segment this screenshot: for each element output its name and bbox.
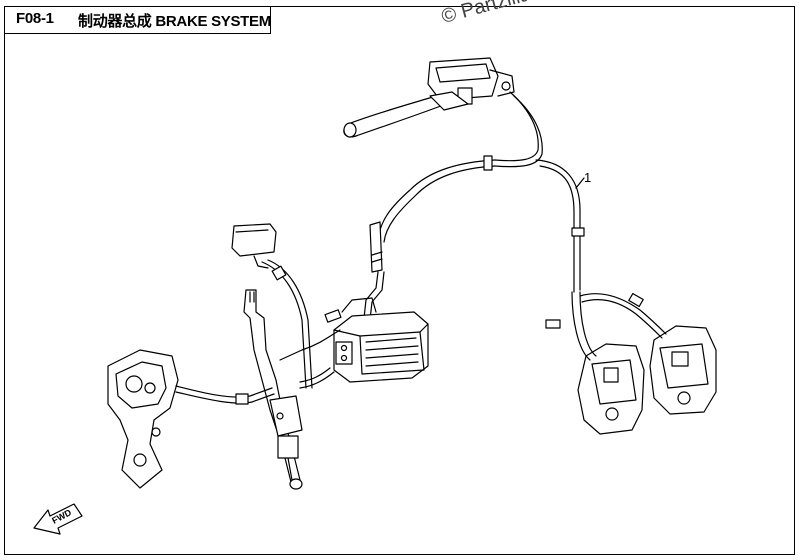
fwd-arrow-icon: FWD [33,503,83,535]
callout-1[interactable]: 1 [584,170,592,185]
title-box [4,6,271,34]
rear-brake-reservoir[interactable] [231,223,313,389]
rear-caliper[interactable] [107,349,275,489]
abs-supply-line[interactable] [363,221,385,321]
front-right-caliper[interactable] [579,292,717,415]
rear-master-cylinder[interactable] [243,289,303,490]
page-code: F08-1 [16,10,54,27]
callout-1-leader [575,177,585,189]
front-left-caliper[interactable] [545,291,645,435]
brake-lever[interactable] [343,91,469,138]
rear-brake-line[interactable] [279,309,342,389]
front-brake-hose[interactable] [377,91,585,293]
abs-module[interactable] [333,297,429,383]
page-title: 制动器总成 BRAKE SYSTEM [78,13,271,30]
diagram-frame [4,6,795,555]
